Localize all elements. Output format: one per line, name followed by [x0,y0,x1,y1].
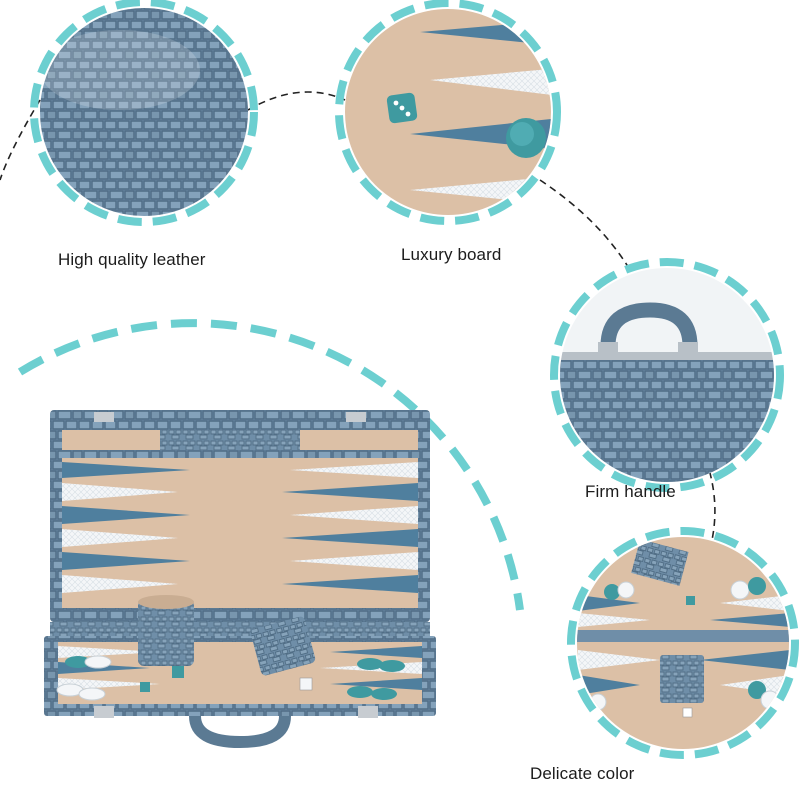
leather-detail-photo [30,0,258,226]
connector-lines [0,91,716,541]
caption-leather: High quality leather [58,250,206,269]
die [299,677,313,691]
main-dashed-arc [17,319,524,611]
backgammon-case-photo [44,410,436,749]
handle-detail-photo [550,258,784,492]
dice-cup-right [250,616,316,676]
connector-board-handle [539,179,631,271]
die [140,682,150,692]
board-detail-photo [335,0,561,225]
checker-pieces [56,655,405,701]
connector-handle-color [705,459,716,541]
color-detail-photo [567,527,799,759]
connector-leather-board [247,91,346,111]
dice-cup-left [138,600,194,666]
caption-board: Luxury board [401,245,502,264]
caption-handle: Firm handle [585,482,676,501]
caption-color: Delicate color [530,764,635,783]
connector-left [0,99,41,181]
die [172,666,184,678]
